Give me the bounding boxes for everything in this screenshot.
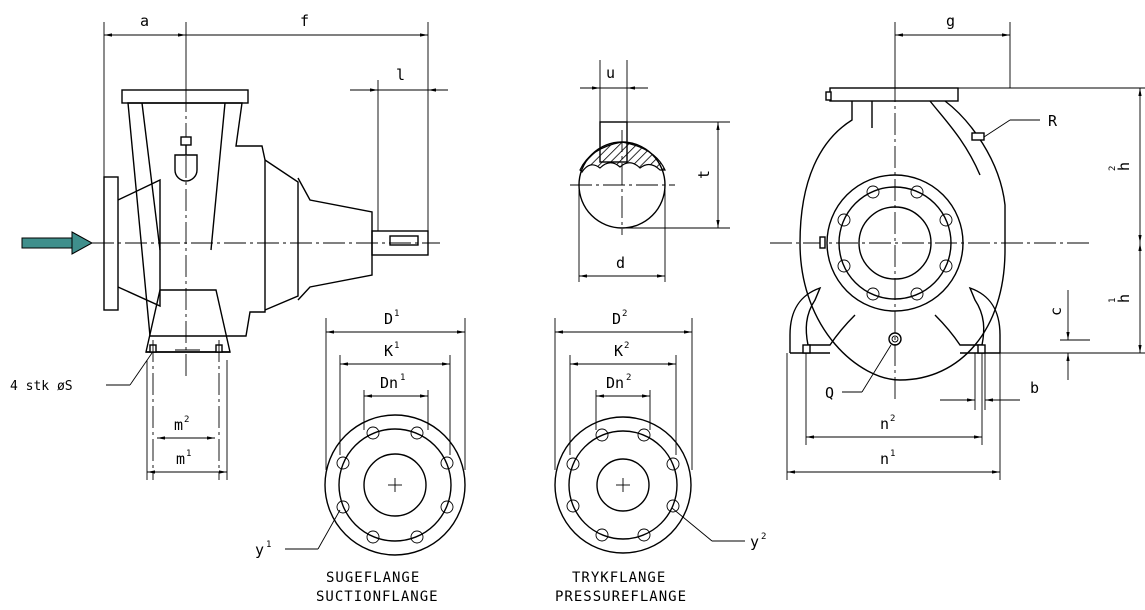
dim-u-label: u (606, 64, 615, 82)
suction-caption-dk: SUGEFLANGE (326, 570, 420, 586)
dim-Dn1-label: Dn (380, 374, 398, 392)
discharge-flange (121, 89, 249, 104)
dim-l-label: l (396, 66, 405, 84)
svg-text:2: 2 (184, 415, 189, 425)
pump-foot (145, 289, 231, 353)
suction-caption-en: SUCTIONFLANGE (316, 589, 439, 605)
svg-text:2: 2 (624, 341, 629, 351)
drain-plug-icon (888, 332, 902, 346)
volute-casing (799, 100, 1006, 381)
pressure-flange-view: D 2 K 2 Dn 2 y 2 TRYKFLANGE PR (554, 309, 766, 605)
dim-K2-label: K (614, 342, 623, 360)
shaft-end-view: u t d (570, 60, 730, 282)
dim-Q-label: Q (825, 384, 834, 402)
pressure-caption-dk: TRYKFLANGE (572, 570, 666, 586)
dim-d-label: d (616, 254, 625, 272)
front-view: g R h 2 h (770, 12, 1145, 480)
volute-lines (141, 102, 226, 251)
shaft-end (371, 230, 429, 256)
front-bolt-holes (837, 185, 953, 301)
svg-text:1: 1 (394, 309, 399, 319)
svg-text:1: 1 (266, 540, 271, 550)
dim-y2-label: y (750, 533, 759, 551)
bearing-bracket (297, 177, 373, 301)
flow-arrow-icon (21, 231, 94, 255)
svg-text:1: 1 (400, 373, 405, 383)
dim-c-label: c (1047, 307, 1065, 316)
keyway (389, 235, 419, 246)
dim-a-label: a (140, 12, 149, 30)
suction-flange-view: D 1 K 1 Dn 1 y 1 SUGEFLANGE SU (255, 309, 466, 605)
dim-f-label: f (300, 12, 309, 30)
dim-n1-label: n (880, 450, 889, 468)
dim-m1-label: m (176, 450, 185, 468)
dim-D1-label: D (384, 310, 393, 328)
svg-text:2: 2 (761, 532, 766, 542)
bearing-housing (264, 159, 299, 311)
svg-text:1: 1 (1108, 298, 1118, 303)
svg-text:1: 1 (890, 449, 895, 459)
suction-bolt-holes (336, 426, 454, 544)
pressure-caption-en: PRESSUREFLANGE (555, 589, 687, 605)
right-foot (934, 286, 1001, 353)
front-discharge-flange (829, 87, 959, 102)
dim-m2-label: m (174, 416, 183, 434)
dim-K1-label: K (384, 342, 393, 360)
side-view: a f l 4 stk øS m 2 m 1 (10, 12, 448, 480)
dim-Dn2-label: Dn (606, 374, 624, 392)
pressure-bolt-holes (566, 428, 680, 542)
inlet-nozzle (117, 178, 161, 308)
svg-text:1: 1 (394, 341, 399, 351)
svg-text:2: 2 (1108, 166, 1118, 171)
svg-text:2: 2 (890, 414, 895, 424)
dim-h2-label: h (1115, 162, 1133, 171)
dim-D2-label: D (612, 310, 621, 328)
vent-plug (174, 154, 198, 182)
svg-text:2: 2 (626, 373, 631, 383)
dim-y1-label: y (255, 541, 264, 559)
plug-icon (180, 136, 192, 146)
left-foot (789, 286, 856, 353)
svg-text:1: 1 (186, 449, 191, 459)
dim-R-label: R (1048, 112, 1058, 130)
dim-b-label: b (1030, 379, 1039, 397)
pump-casing (127, 102, 266, 337)
inlet-flange (103, 176, 119, 311)
dim-n2-label: n (880, 415, 889, 433)
dim-t-label: t (695, 170, 713, 179)
dim-h1-label: h (1115, 294, 1133, 303)
svg-text:2: 2 (622, 309, 627, 319)
bolt-note: 4 stk øS (10, 379, 73, 394)
dim-g-label: g (946, 12, 955, 30)
